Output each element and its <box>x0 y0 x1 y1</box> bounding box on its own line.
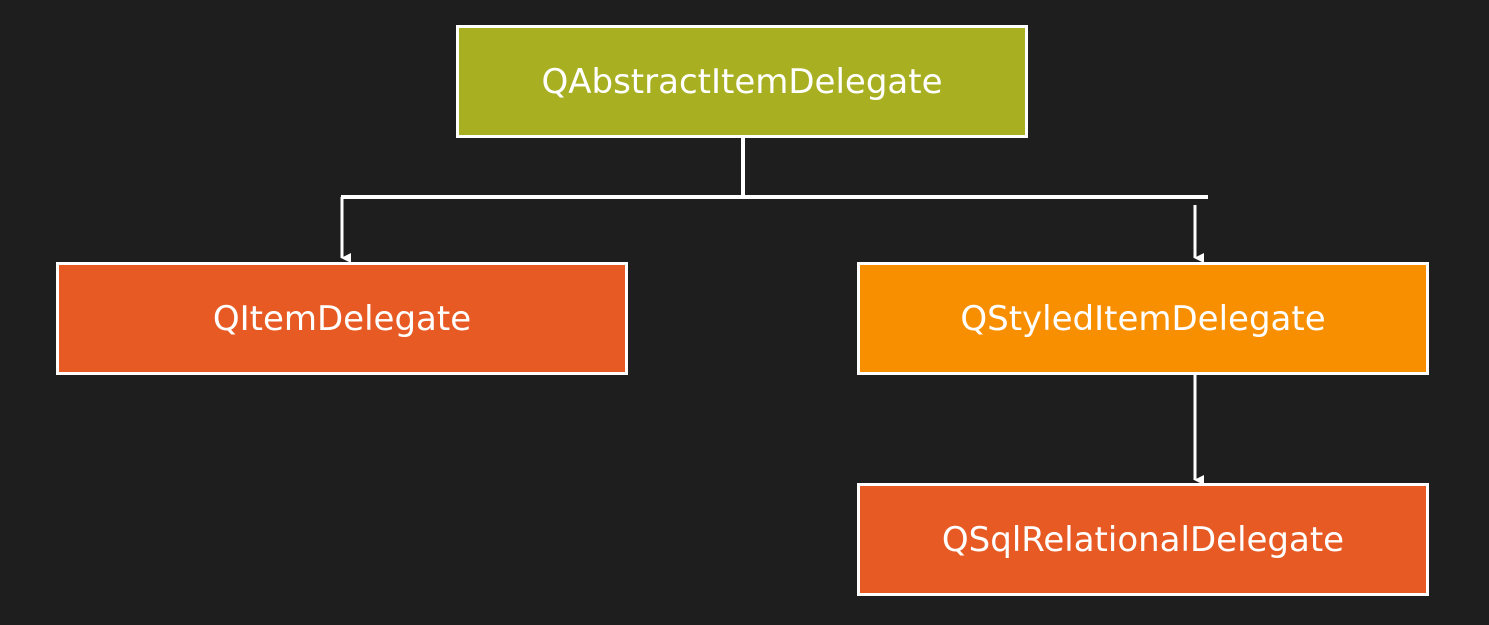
node-qitemdelegate: QItemDelegate <box>56 262 628 375</box>
node-label: QItemDelegate <box>212 298 472 339</box>
node-label: QAbstractItemDelegate <box>541 61 943 102</box>
node-qstyleditemdelegate: QStyledItemDelegate <box>857 262 1429 375</box>
node-label: QStyledItemDelegate <box>960 298 1326 339</box>
node-label: QSqlRelationalDelegate <box>941 519 1345 560</box>
node-qabstractitemdelegate: QAbstractItemDelegate <box>456 25 1028 138</box>
node-qsqlrelationaldelegate: QSqlRelationalDelegate <box>857 483 1429 596</box>
